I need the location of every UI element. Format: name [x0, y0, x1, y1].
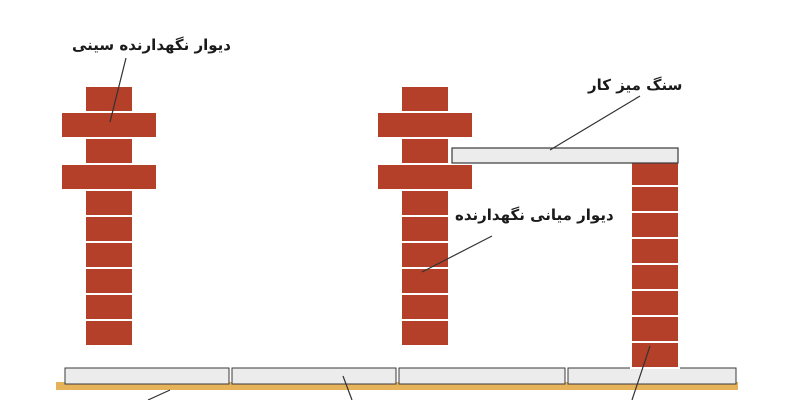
brick	[630, 185, 680, 213]
right-wall	[630, 159, 680, 369]
brick	[400, 85, 450, 113]
chest-wall	[60, 85, 158, 347]
brick	[84, 137, 134, 165]
brick	[630, 341, 680, 369]
countertop-stone-slab	[451, 147, 679, 164]
brick	[84, 267, 134, 295]
label-middle-wall: دیوار میانی نگهدارنده	[455, 206, 614, 224]
floor-slabs	[64, 367, 737, 385]
brick	[60, 163, 158, 191]
brick	[630, 315, 680, 343]
leader-floor-3	[631, 345, 651, 400]
brick	[400, 293, 450, 321]
leader-floor-2	[342, 375, 353, 400]
floor-strip	[56, 382, 738, 390]
brick	[400, 137, 450, 165]
brick	[84, 293, 134, 321]
brick	[400, 267, 450, 295]
brick	[84, 85, 134, 113]
floor-slab	[567, 367, 737, 385]
brick	[630, 237, 680, 265]
brick	[400, 215, 450, 243]
floor-slab	[398, 367, 566, 385]
brick	[630, 211, 680, 239]
leader-lines	[109, 57, 651, 400]
brick	[630, 289, 680, 317]
middle-wall	[376, 85, 474, 347]
brick	[400, 319, 450, 347]
brick	[84, 241, 134, 269]
leader-countertop	[549, 95, 641, 151]
brick	[630, 159, 680, 187]
brick	[376, 163, 474, 191]
floor-slab	[231, 367, 397, 385]
label-chest-wall: دیوار نگهدارنده سینی	[72, 36, 231, 54]
brick	[376, 111, 474, 139]
leader-chest-wall	[109, 57, 127, 123]
brick	[630, 263, 680, 291]
brick	[84, 215, 134, 243]
brick	[60, 111, 158, 139]
brick	[400, 241, 450, 269]
floor-slab	[64, 367, 230, 385]
label-countertop-stone: سنگ میز کار	[588, 76, 683, 94]
leader-floor-1	[147, 389, 171, 400]
brick	[84, 319, 134, 347]
brick	[84, 189, 134, 217]
leader-middle-wall	[421, 235, 493, 273]
brick	[400, 189, 450, 217]
